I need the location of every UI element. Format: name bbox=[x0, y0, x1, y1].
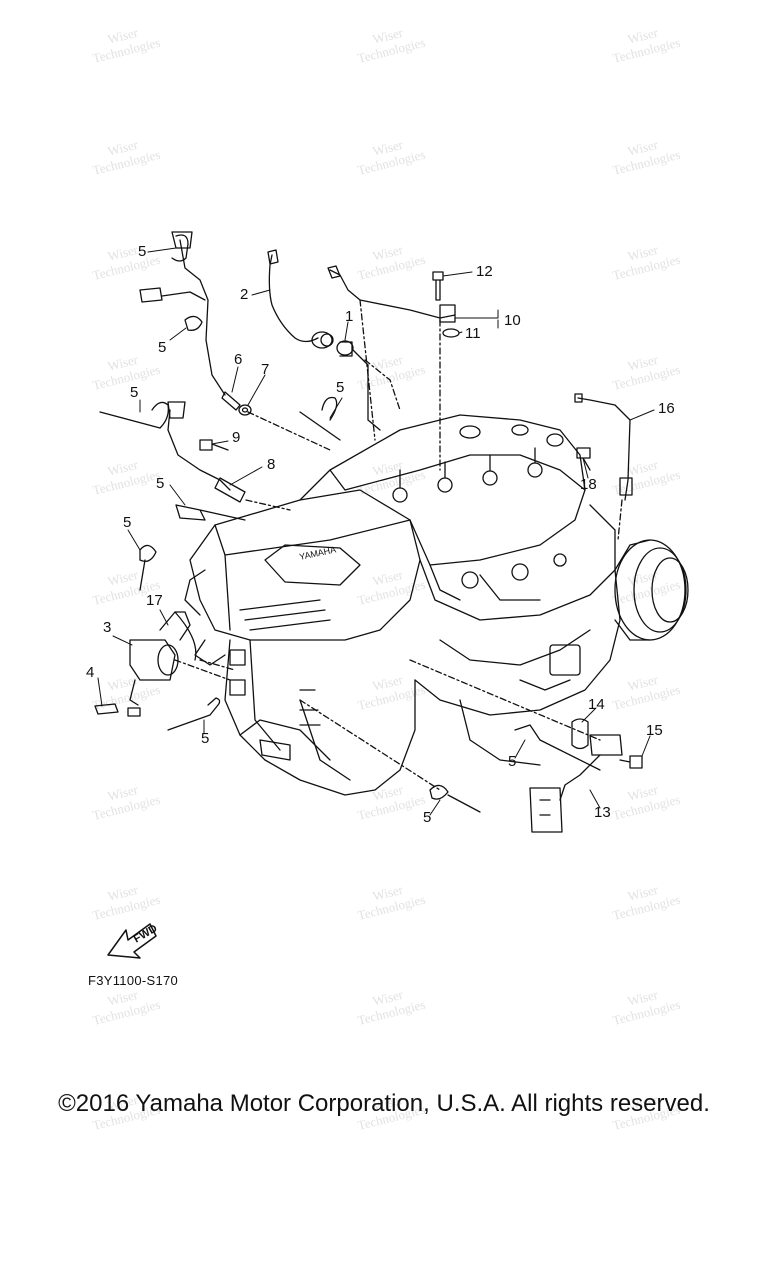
callout-5: 5 bbox=[336, 379, 345, 396]
callout-13: 13 bbox=[594, 804, 611, 821]
callout-14: 14 bbox=[588, 696, 605, 713]
callout-5: 5 bbox=[138, 243, 147, 260]
part-8-sensor bbox=[167, 409, 231, 491]
callout-6: 6 bbox=[234, 351, 243, 368]
callout-5: 5 bbox=[201, 730, 210, 747]
part-2-hose bbox=[268, 254, 319, 343]
callout-4: 4 bbox=[86, 664, 95, 681]
callout-1: 1 bbox=[345, 308, 354, 325]
copyright-notice: ©2016 Yamaha Motor Corporation, U.S.A. A… bbox=[58, 1090, 710, 1117]
callout-5: 5 bbox=[123, 514, 132, 531]
callout-5: 5 bbox=[423, 809, 432, 826]
callout-18: 18 bbox=[580, 476, 597, 493]
callout-17: 17 bbox=[146, 592, 163, 609]
engine-block: YAMAHA bbox=[184, 414, 689, 796]
callout-5: 5 bbox=[156, 475, 165, 492]
callout-2: 2 bbox=[240, 286, 249, 303]
fwd-arrow-icon bbox=[107, 923, 157, 959]
callout-5: 5 bbox=[130, 384, 139, 401]
callout-15: 15 bbox=[646, 722, 663, 739]
callout-16: 16 bbox=[658, 400, 675, 417]
leader-lines bbox=[97, 247, 655, 816]
callout-11: 11 bbox=[465, 325, 481, 342]
callout-7: 7 bbox=[261, 361, 270, 378]
diagram-code: F3Y1100-S170 bbox=[88, 973, 179, 988]
cable-ties bbox=[99, 315, 601, 813]
callout-12: 12 bbox=[476, 263, 493, 280]
callout-9: 9 bbox=[232, 429, 241, 446]
callout-3: 3 bbox=[103, 619, 112, 636]
part-3-coil bbox=[127, 639, 179, 717]
callout-10: 10 bbox=[504, 312, 521, 329]
callout-5: 5 bbox=[508, 753, 517, 770]
callout-8: 8 bbox=[267, 456, 276, 473]
callout-5: 5 bbox=[158, 339, 167, 356]
part-6-harness bbox=[179, 239, 226, 396]
part-13-sensor bbox=[529, 734, 623, 833]
